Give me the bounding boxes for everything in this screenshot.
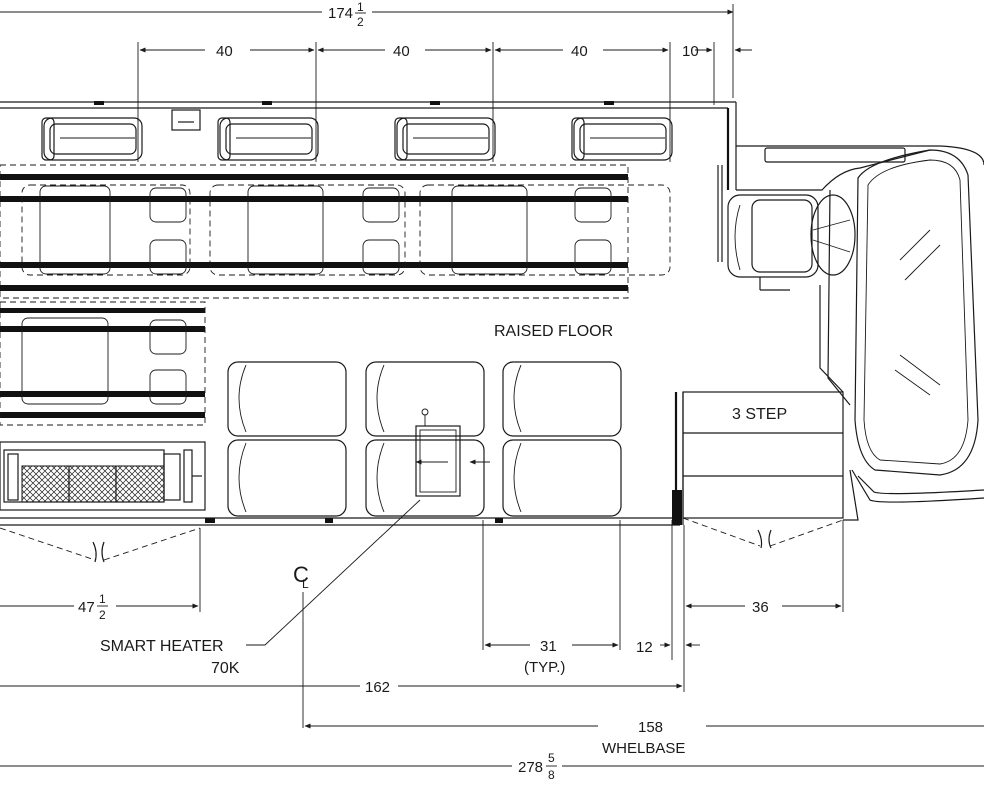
driver-seat [727,194,819,278]
front-gap-dimension: 10 [682,43,699,60]
seat-pitch-2: 40 [393,43,410,60]
overall-length-den: 8 [548,768,555,782]
passenger-seat [365,361,485,437]
centerline-subscript: L [302,577,309,591]
three-step-label: 3 STEP [732,406,787,423]
seat-width-note: (TYP.) [524,659,565,676]
passenger-seat [365,439,485,517]
raised-floor-label: RAISED FLOOR [494,323,613,340]
heater-callout: SMART HEATER 70K [100,499,421,677]
seat-pitch-1: 40 [216,43,233,60]
passenger-seat [227,439,347,517]
top-dimensions: 174 1 2 40 40 40 10 [0,0,752,162]
overall-top-fraction-num: 1 [357,0,364,14]
lift-dimension: 47 [78,599,95,616]
smart-heater-unit [415,408,490,497]
overall-top-fraction-den: 2 [357,15,364,29]
centerline-mark: C L [293,562,309,728]
wheelbase-label: WHELBASE [602,740,685,757]
overall-top-dimension: 174 [328,5,353,22]
driver-cab [727,145,984,521]
passenger-seat [502,439,622,517]
wheelchair-lift [0,441,206,563]
wheelbase-dimension: 158 [638,719,663,736]
lift-dimension-num: 1 [99,592,106,606]
wheelchair-positions [21,184,671,405]
passenger-seat [227,361,347,437]
floor-length-dimension: 162 [365,679,390,696]
lift-dimension-den: 2 [99,608,106,622]
steering-wheel [810,194,856,276]
flip-seat [394,117,496,161]
flip-seats-left-row [41,117,673,161]
heater-label-line1: SMART HEATER [100,638,224,655]
passenger-seat [502,361,622,437]
flip-seat [571,117,673,161]
seat-pitch-3: 40 [571,43,588,60]
entry-stairwell: 3 STEP [682,391,844,549]
aisle-offset-dimension: 12 [636,639,653,656]
heater-label-line2: 70K [211,660,240,677]
seat-width-dimension: 31 [540,638,557,655]
step-width-dimension: 36 [752,599,769,616]
fixed-seats-right-row [227,361,622,517]
flip-seat [41,117,143,161]
floor-tracks [0,164,629,426]
overall-length-dimension: 278 [518,759,543,776]
overall-length-num: 5 [548,751,555,765]
flip-seat [217,117,319,161]
bottom-dimensions: 47 1 2 36 31 (TYP.) 12 162 158 WHELBASE … [0,520,984,782]
centerline-symbol: C [293,562,309,587]
